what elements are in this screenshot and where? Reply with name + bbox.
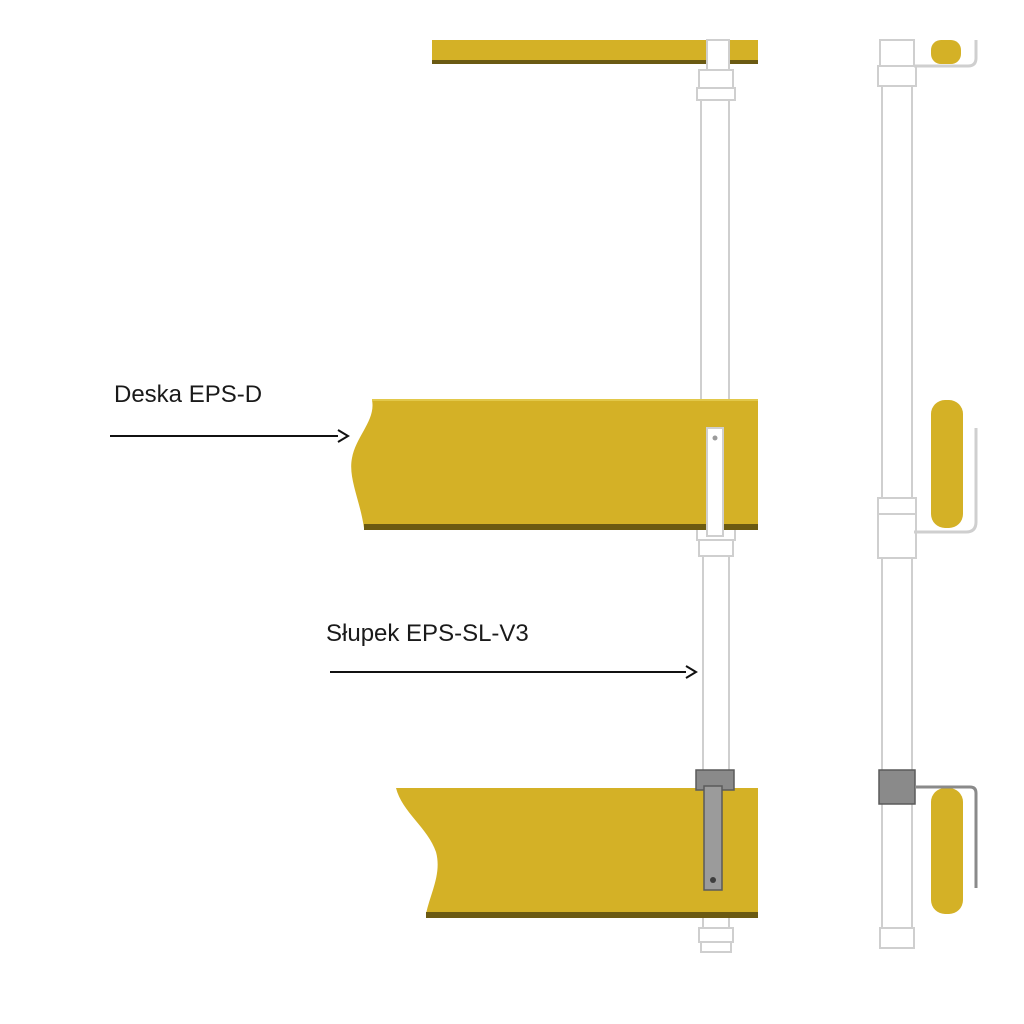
- side-post: [877, 39, 917, 949]
- bottom-board: [396, 788, 758, 918]
- side-middle-board: [914, 400, 978, 534]
- arrow-head-icon: [685, 665, 698, 679]
- top-board: [432, 40, 758, 64]
- side-view: [877, 39, 978, 949]
- arrow-head-icon: [337, 429, 350, 443]
- middle-board: [351, 399, 758, 530]
- post-callout: Słupek EPS-SL-V3: [326, 620, 698, 679]
- side-bottom-board: [878, 769, 978, 914]
- front-view: [351, 39, 758, 953]
- board-label: Deska EPS-D: [114, 381, 262, 408]
- bottom-steel-bracket: [695, 769, 735, 891]
- board-callout: Deska EPS-D: [110, 381, 350, 443]
- middle-clamp-plate: [706, 427, 724, 537]
- post-label: Słupek EPS-SL-V3: [326, 620, 529, 647]
- side-top-board: [914, 40, 978, 68]
